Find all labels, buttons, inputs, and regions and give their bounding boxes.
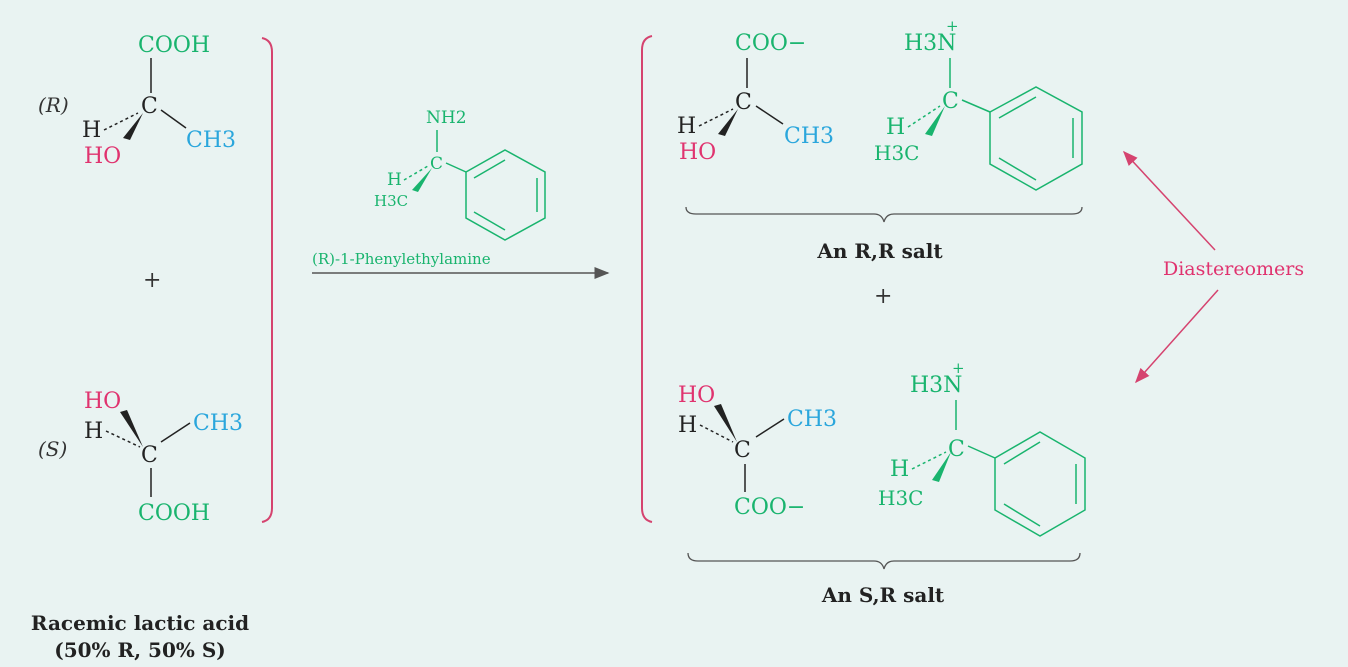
r-bond-ch3 <box>160 109 187 129</box>
reagent-phenylethylamine: NH2 C H H3C <box>374 108 546 241</box>
rr-underbrace <box>685 206 1083 223</box>
s-oh: HO <box>84 389 121 414</box>
reagent-bond-h <box>403 165 429 181</box>
sr-bond-wedge <box>714 404 737 442</box>
sr-underbrace <box>687 552 1081 570</box>
rr-bond-wedge <box>718 109 738 136</box>
s-label: (S) <box>38 437 67 461</box>
reagent-wedge <box>412 168 432 192</box>
rr-caption: An R,R salt <box>816 239 943 263</box>
sr-bond-h-dashed <box>699 424 734 443</box>
right-bracket <box>641 35 653 523</box>
r-bond-wedge <box>123 113 143 140</box>
left-plus: + <box>143 268 161 293</box>
rr-amine-bond-h <box>907 105 941 128</box>
rr-amine-h: H <box>886 115 905 140</box>
s-h: H <box>84 419 103 444</box>
sr-ch3: CH3 <box>787 407 837 432</box>
sr-salt-acid: HO H C CH3 COO− <box>678 383 837 520</box>
reagent-bond-ring <box>445 162 467 173</box>
sr-amine-h3c: H3C <box>878 486 923 510</box>
sr-amine-bond-h <box>911 451 947 470</box>
sr-amine-wedge <box>932 452 951 482</box>
rr-amine-h3c: H3C <box>874 141 919 165</box>
rr-coo: COO− <box>735 31 806 56</box>
rr-amine-carbon: C <box>942 89 959 114</box>
rr-salt-amine: H3N + C H H3C <box>874 17 1083 191</box>
rr-bond-ch3 <box>755 105 784 125</box>
sr-salt-amine: H3N + C H H3C <box>878 359 1086 537</box>
r-h: H <box>82 118 101 143</box>
s-ch3: CH3 <box>193 411 243 436</box>
r-lactic-acid: (R) COOH C H CH3 HO <box>38 33 236 169</box>
rr-oh: HO <box>679 140 716 165</box>
sr-nh3: H3N <box>910 373 962 398</box>
sr-h: H <box>678 413 697 438</box>
sr-benzene-ring <box>994 431 1086 537</box>
r-bond-h-dashed <box>103 112 139 131</box>
rr-benzene-ring <box>989 86 1083 191</box>
diastereomers-label: Diastereomers <box>1163 258 1304 280</box>
r-label: (R) <box>38 93 69 117</box>
sr-bond-ch3 <box>755 418 785 438</box>
rr-h: H <box>677 114 696 139</box>
s-cooh: COOH <box>138 501 210 526</box>
r-ch3: CH3 <box>186 128 236 153</box>
s-bond-h-dashed <box>105 430 141 448</box>
s-lactic-acid: HO H C CH3 (S) COOH <box>38 389 243 526</box>
r-carbon: C <box>141 94 158 119</box>
caption-racemic-ratio: (50% R, 50% S) <box>54 638 226 662</box>
reagent-label: (R)-1-Phenylethylamine <box>312 250 491 268</box>
diastereomers-arrow-up <box>1122 150 1216 251</box>
rr-ch3: CH3 <box>784 124 834 149</box>
reagent-carbon: C <box>430 154 443 174</box>
diastereomers-arrow-down <box>1135 289 1219 384</box>
sr-charge: + <box>952 359 965 377</box>
reagent-h: H <box>387 170 402 190</box>
sr-amine-bond-ring <box>967 445 996 459</box>
r-oh: HO <box>84 144 121 169</box>
caption-racemic: Racemic lactic acid <box>31 611 249 635</box>
sr-amine-carbon: C <box>948 437 965 462</box>
r-cooh: COOH <box>138 33 210 58</box>
rr-carbon: C <box>735 90 752 115</box>
s-bond-ch3 <box>160 422 191 443</box>
left-bracket <box>261 37 273 523</box>
rr-bond-h-dashed <box>698 108 734 127</box>
reagent-nh2: NH2 <box>426 108 467 128</box>
rr-nh3: H3N <box>904 31 956 56</box>
sr-coo: COO− <box>734 495 805 520</box>
rr-charge: + <box>946 17 959 35</box>
rr-amine-wedge <box>925 106 945 136</box>
sr-carbon: C <box>734 438 751 463</box>
s-bond-wedge <box>120 410 143 447</box>
s-carbon: C <box>141 443 158 468</box>
rr-salt-acid: COO− C H CH3 HO <box>677 31 834 165</box>
reagent-h3c: H3C <box>374 192 408 210</box>
sr-amine-h: H <box>890 457 909 482</box>
reagent-benzene-ring <box>465 149 546 241</box>
rr-amine-bond-ring <box>961 99 991 113</box>
sr-oh: HO <box>678 383 715 408</box>
right-plus: + <box>874 284 892 309</box>
sr-caption: An S,R salt <box>821 583 945 607</box>
